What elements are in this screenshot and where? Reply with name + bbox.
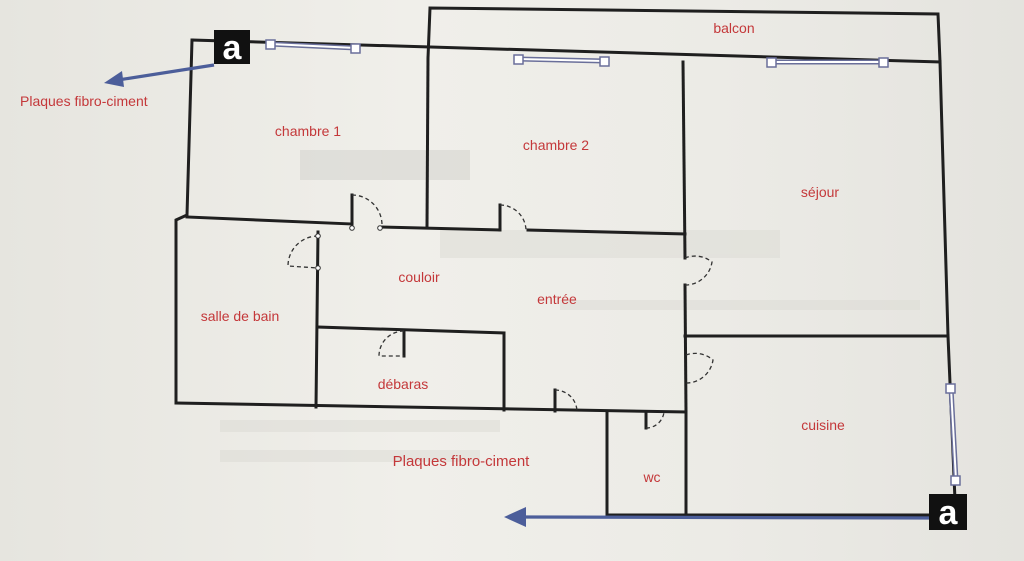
room-label-debaras: débaras — [378, 376, 429, 392]
room-label-chambre-2: chambre 2 — [523, 137, 589, 153]
room-label-salle-de-bain: salle de bain — [201, 308, 280, 324]
wall-right-upper — [938, 60, 950, 338]
room-label-chambre-1: chambre 1 — [275, 123, 341, 139]
wall-entree-right — [683, 283, 688, 414]
section-arrows — [104, 63, 931, 527]
wall-top — [190, 38, 942, 64]
door-chambre2 — [499, 204, 527, 231]
background-show-through — [220, 150, 920, 462]
room-label-balcon: balcon — [713, 20, 754, 36]
wall-ch1-bottom-a — [185, 215, 354, 226]
door-swings — [287, 194, 714, 429]
annotation-plaques-left: Plaques fibro-ciment — [20, 93, 148, 109]
room-label-entree: entrée — [537, 291, 577, 307]
wall-ch2-sejour — [681, 60, 687, 260]
door-wc — [645, 411, 665, 429]
wall-debaras-top — [316, 325, 506, 335]
wall-left — [174, 38, 194, 405]
door-entrance — [554, 389, 578, 412]
room-label-cuisine: cuisine — [801, 417, 845, 433]
walls — [174, 6, 957, 517]
wall-ch-bottom-b — [378, 225, 502, 232]
wall-balcony — [426, 6, 942, 64]
door-chambre1 — [351, 194, 383, 226]
room-label-couloir: couloir — [398, 269, 440, 285]
arrowhead-bottom — [504, 507, 526, 527]
door-salle-de-bain — [287, 235, 319, 269]
door-debaras — [378, 330, 405, 357]
room-label-wc: wc — [642, 469, 660, 485]
room-label-sejour: séjour — [801, 184, 839, 200]
wall-ch1-ch2 — [425, 56, 430, 230]
arrowhead-left — [104, 71, 124, 87]
section-marker-label: a — [939, 494, 959, 532]
section-marker-top-left: a — [214, 29, 250, 67]
arrow-bottom — [521, 515, 931, 520]
annotations: Plaques fibro-ciment Plaques fibro-cimen… — [20, 93, 530, 470]
wall-ch2-bottom — [526, 228, 687, 236]
annotation-plaques-bottom: Plaques fibro-ciment — [393, 453, 531, 470]
section-marker-label: a — [223, 29, 243, 67]
door-sejour — [684, 255, 713, 286]
arrow-left — [117, 63, 215, 82]
wall-bottom-left — [174, 401, 688, 414]
section-marker-bottom-right: a — [929, 494, 967, 532]
door-cuisine — [685, 352, 714, 384]
windows — [265, 39, 961, 486]
room-labels: balcon chambre 1 chambre 2 séjour couloi… — [201, 20, 845, 485]
wall-sdb-right — [314, 230, 320, 409]
